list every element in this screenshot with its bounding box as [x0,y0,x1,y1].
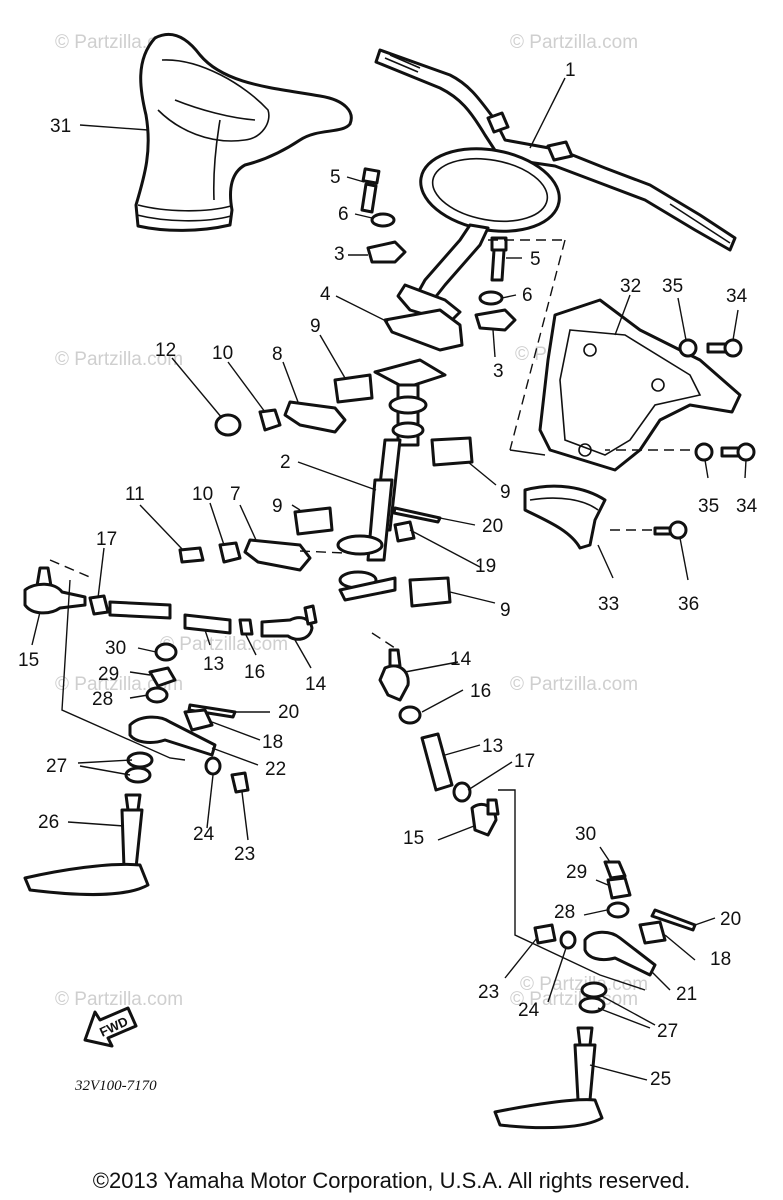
callout-8: 8 [272,344,283,365]
part-spindle-26 [23,793,150,897]
callout-15: 15 [403,828,424,849]
callout-16: 16 [470,681,491,702]
part-bushing-9 [293,373,474,608]
part-nut-10 [218,408,282,564]
watermark: © Partzilla.com [510,989,638,1010]
copyright-notice: ©2013 Yamaha Motor Corporation, U.S.A. A… [92,1168,691,1193]
part-nut-19 [393,520,416,543]
callout-10: 10 [192,484,213,505]
leader-lines [31,77,747,1081]
part-clamp-3 [366,240,517,332]
callout-24: 24 [518,1000,540,1021]
callout-13: 13 [203,654,224,675]
callout-29: 29 [566,862,587,883]
callout-20: 20 [482,516,503,537]
callout-25: 25 [650,1069,671,1090]
callout-30: 30 [105,638,126,659]
callout-21: 21 [676,984,697,1005]
part-holder-4 [383,308,464,352]
callout-6: 6 [338,204,349,225]
alignment-lines [49,239,690,651]
part-steering-column [336,358,447,602]
callout-4: 4 [320,284,331,305]
callout-17: 17 [514,751,535,772]
part-handlebar [374,48,737,252]
callout-27: 27 [657,1021,678,1042]
callout-5: 5 [330,167,341,188]
callout-31: 31 [50,116,71,137]
callout-9: 9 [310,316,321,337]
part-grip-cover [134,32,353,232]
callout-5: 5 [530,249,541,270]
part-tie-rod-right [378,648,500,837]
part-bolt-5 [360,167,508,282]
callout-15: 15 [18,650,39,671]
callout-35: 35 [662,276,683,297]
callout-10: 10 [212,343,233,364]
callout-18: 18 [262,732,283,753]
callout-16: 16 [244,662,265,683]
part-bolt-34 [706,338,756,462]
watermark: © Partzilla.com [55,989,183,1010]
callout-29: 29 [98,664,119,685]
callout-18: 18 [710,949,731,970]
part-cap-12 [214,413,242,437]
callout-2: 2 [280,452,291,473]
callout-7: 7 [230,484,241,505]
callout-13: 13 [482,736,503,757]
callout-20: 20 [720,909,741,930]
part-guard-33 [523,484,607,550]
callout-30: 30 [575,824,596,845]
part-bolt-11 [178,546,205,564]
part-knuckle-arm-left [61,579,250,794]
callout-34: 34 [726,286,748,307]
callout-11: 11 [125,484,145,505]
watermark: © Partzilla.com [55,349,183,370]
callout-22: 22 [265,759,286,780]
fwd-arrow-icon: FWD [83,1006,138,1048]
callout-12: 12 [155,340,176,361]
callout-9: 9 [272,496,283,517]
part-washer-6 [370,212,504,306]
callout-17: 17 [96,529,117,550]
callout-32: 32 [620,276,641,297]
part-cotter-pin-20 [187,506,697,932]
callout-24: 24 [193,824,215,845]
watermark: © Partzilla.com [510,674,638,695]
part-washer-35 [678,338,714,462]
callout-labels: 1 2 3 3 4 5 5 6 6 7 8 9 9 9 9 10 10 11 1… [18,60,758,1090]
callout-3: 3 [493,361,504,382]
part-tie-rod-left [23,566,318,641]
callout-35: 35 [698,496,719,517]
callout-19: 19 [475,556,496,577]
callout-27: 27 [46,756,67,777]
part-panel-32 [509,298,742,472]
callout-26: 26 [38,812,59,833]
callout-28: 28 [92,689,113,710]
callout-9: 9 [500,482,511,503]
callout-6: 6 [522,285,533,306]
callout-36: 36 [678,594,699,615]
callout-23: 23 [234,844,255,865]
callout-34: 34 [736,496,758,517]
watermark: © Partzilla.com [160,634,288,655]
callout-9: 9 [500,600,511,621]
callout-1: 1 [565,60,576,81]
callout-33: 33 [598,594,619,615]
part-bolt-36 [653,520,688,540]
steering-parts-diagram: © Partzilla.com © Partzilla.com © Partzi… [18,32,758,1130]
part-spindle-25 [493,1026,604,1130]
watermark: © Partzilla.com [510,32,638,53]
callout-23: 23 [478,982,499,1003]
part-bracket-8 [283,400,347,434]
part-bracket-7 [243,538,312,572]
callout-28: 28 [554,902,575,923]
callout-14: 14 [450,649,472,670]
part-knuckle-arm-right [498,789,667,1014]
callout-3: 3 [334,244,345,265]
callout-14: 14 [305,674,327,695]
callout-20: 20 [278,702,299,723]
drawing-code: 32V100-7170 [74,1078,157,1094]
